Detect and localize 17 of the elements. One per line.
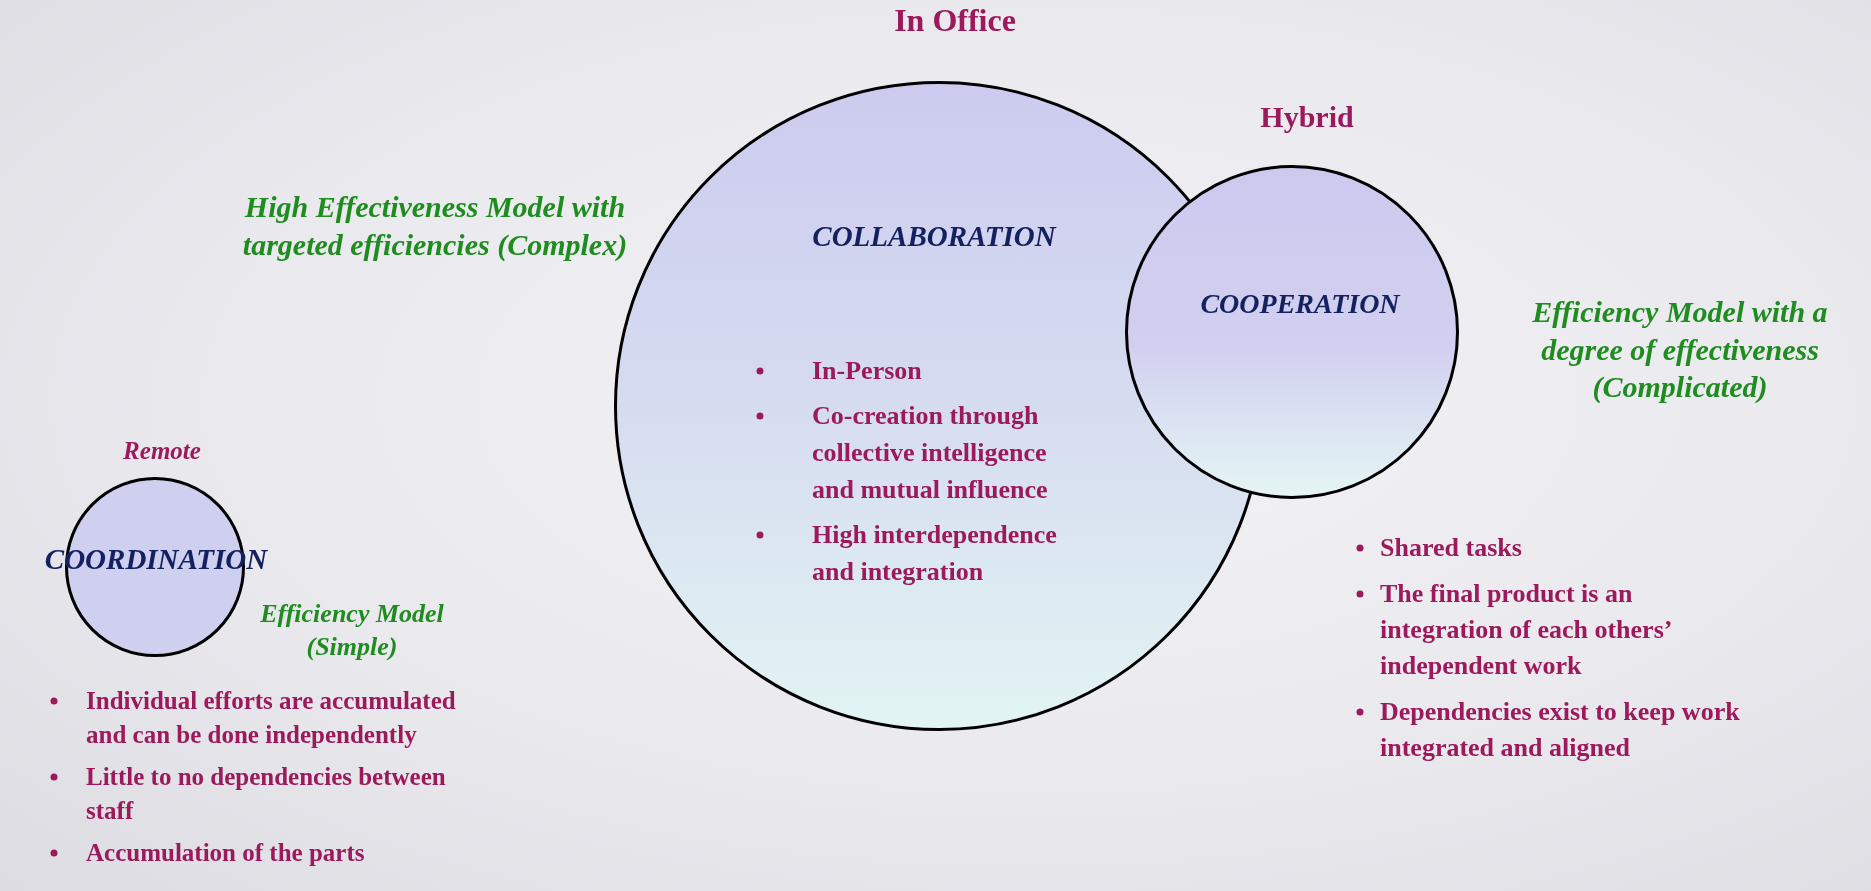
bullet-text: In-Person [812,355,923,387]
mode-heading: Hybrid [1260,100,1354,134]
bullet-text: Little to no dependencies between staff [86,762,447,826]
mode-heading: In Office [894,2,1016,39]
model-caption: Efficiency Model (Simple) [259,598,445,663]
circle-title: COLLABORATION [812,220,1056,253]
bullet-text: Individual efforts are accumulated and can be done independently [86,686,457,750]
circle-title: COOPERATION [1200,288,1400,320]
bullet-text: The final product is an integration of each others’ independent work [1380,578,1672,682]
model-caption: High Effectiveness Model with targeted efficiencies (Complex) [241,189,629,263]
bullet-text: Co-creation through collective intelligence and mutual influence [812,400,1049,506]
bullet-text: Shared tasks [1380,532,1523,564]
model-caption: Efficiency Model with a degree of effectiveness (Complicated) [1531,294,1829,405]
bullet-text: Dependencies exist to keep work integrated and aligned [1380,696,1741,764]
bullet-text: Accumulation of the parts [86,838,366,868]
mode-heading: Remote [123,437,201,465]
bullet-text: High interdependence and integration [812,519,1058,588]
